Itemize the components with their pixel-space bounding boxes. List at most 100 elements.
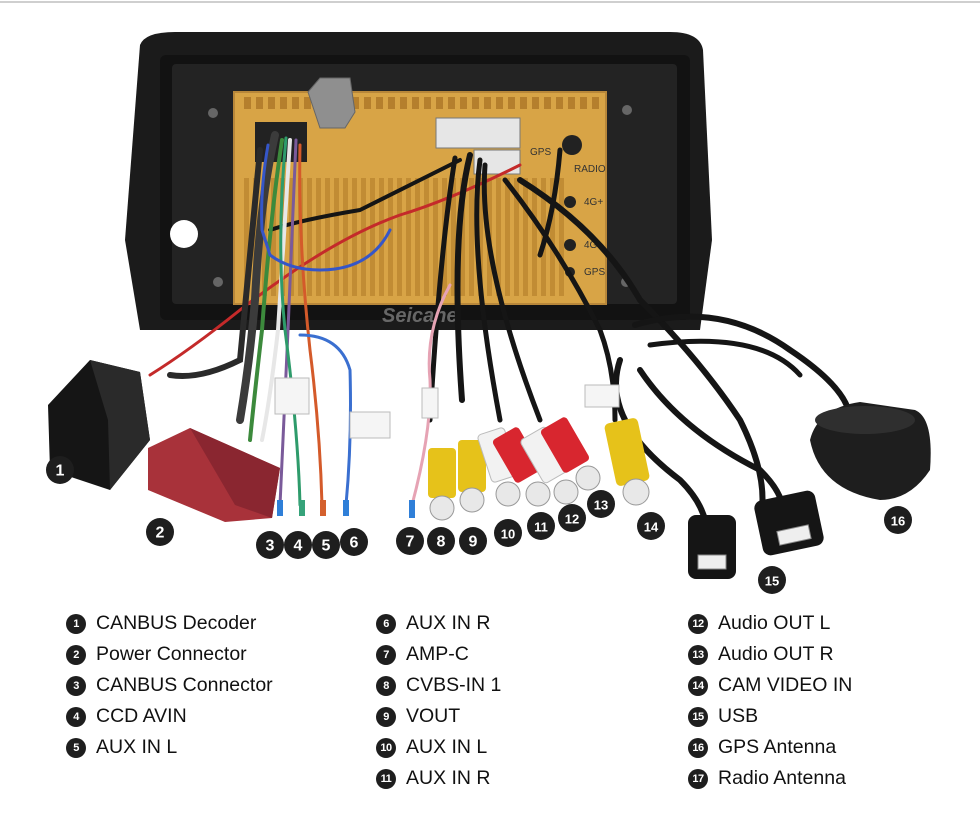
callout-1: 1 — [46, 456, 74, 484]
callout-number: 6 — [350, 535, 359, 552]
callout-number: 4 — [294, 538, 303, 555]
cooling-rib — [379, 178, 384, 296]
legend-number-badge: 15 — [688, 706, 708, 727]
callout-number: 10 — [501, 527, 515, 542]
legend-item: 4 CCD AVIN — [66, 701, 273, 732]
legend-label: Power Connector — [96, 643, 247, 665]
legend-label: USB — [718, 705, 759, 727]
cooling-rib — [415, 178, 420, 296]
cooling-rib — [352, 178, 357, 296]
legend-number-badge: 10 — [376, 737, 396, 758]
panel-label-gps-2: GPS — [584, 267, 605, 278]
vent-slot — [388, 97, 395, 109]
callout-3: 3 — [256, 531, 284, 559]
callout-number: 17 — [177, 228, 191, 243]
legend-label: CCD AVIN — [96, 705, 187, 727]
wiring-diagram: GPS RADIO 4G+ 4G- GPS Seicane — [0, 1, 980, 594]
cooling-rib — [505, 178, 510, 296]
cable-tag — [274, 377, 310, 415]
cooling-rib — [406, 178, 411, 296]
cooling-rib — [334, 178, 339, 296]
legend-label: GPS Antenna — [718, 736, 837, 758]
callout-number: 9 — [469, 534, 478, 551]
rca-yellow-1 — [428, 448, 456, 521]
callout-6: 6 — [340, 528, 368, 556]
callout-17: 17 — [170, 220, 198, 248]
legend-label: CVBS-IN 1 — [406, 674, 502, 696]
cooling-rib — [478, 178, 483, 296]
legend-number-badge: 16 — [688, 737, 708, 758]
cooling-rib — [523, 178, 528, 296]
legend-item: 16 GPS Antenna — [688, 732, 852, 763]
cable-tag — [421, 387, 439, 419]
vent-slot — [460, 97, 467, 109]
vent-slot — [556, 97, 563, 109]
cooling-rib — [469, 178, 474, 296]
vent-slot — [244, 97, 251, 109]
callout-number: 13 — [594, 498, 608, 513]
legend-number-badge: 6 — [376, 613, 396, 634]
rca-red-2 — [540, 417, 601, 491]
legend-number-badge: 13 — [688, 644, 708, 665]
callout-9: 9 — [459, 527, 487, 555]
cooling-rib — [316, 178, 321, 296]
cooling-rib — [433, 178, 438, 296]
cooling-rib — [496, 178, 501, 296]
legend-number-badge: 2 — [66, 644, 86, 665]
cooling-rib — [361, 178, 366, 296]
vent-slot — [448, 97, 455, 109]
vent-slot — [280, 97, 287, 109]
vent-slot — [268, 97, 275, 109]
main-harness-socket — [435, 117, 521, 149]
legend-number-badge: 12 — [688, 613, 708, 634]
wire-tip — [409, 500, 415, 518]
vent-slot — [400, 97, 407, 109]
legend-label: CANBUS Decoder — [96, 612, 257, 634]
cooling-rib — [271, 178, 276, 296]
wire-tip — [277, 500, 283, 516]
legend-label: AUX IN L — [406, 736, 488, 758]
callout-number: 11 — [534, 520, 548, 535]
cooling-rib — [244, 178, 249, 296]
rca-red-1 — [492, 427, 551, 507]
vent-slot — [532, 97, 539, 109]
legend-number-badge: 11 — [376, 768, 396, 789]
callout-12: 12 — [558, 504, 586, 532]
vent-slot — [436, 97, 443, 109]
callout-16: 16 — [884, 506, 912, 534]
legend-label: VOUT — [406, 705, 461, 727]
legend-item: 15 USB — [688, 701, 852, 732]
callout-number: 7 — [406, 534, 415, 551]
callout-11: 11 — [527, 512, 555, 540]
cable-tag — [349, 411, 391, 439]
legend-label: Audio OUT R — [718, 643, 834, 665]
vent-slot — [364, 97, 371, 109]
vent-slot — [256, 97, 263, 109]
legend-number-badge: 4 — [66, 706, 86, 727]
4g-plus-port — [564, 196, 576, 208]
cooling-rib — [424, 178, 429, 296]
legend-number-badge: 14 — [688, 675, 708, 696]
panel-label-4g-plus: 4G+ — [584, 197, 603, 208]
screw — [208, 108, 218, 118]
callout-2: 2 — [146, 518, 174, 546]
wire-tip — [299, 500, 305, 516]
wire-tip — [320, 500, 326, 516]
screw — [622, 105, 632, 115]
callout-15: 15 — [758, 566, 786, 594]
legend-label: AUX IN L — [96, 736, 178, 758]
callout-4: 4 — [284, 531, 312, 559]
rca-yellow-2 — [458, 440, 486, 513]
vent-slot — [412, 97, 419, 109]
callout-number: 14 — [644, 520, 659, 535]
legend-label: Audio OUT L — [718, 612, 831, 634]
callout-number: 12 — [565, 512, 579, 527]
